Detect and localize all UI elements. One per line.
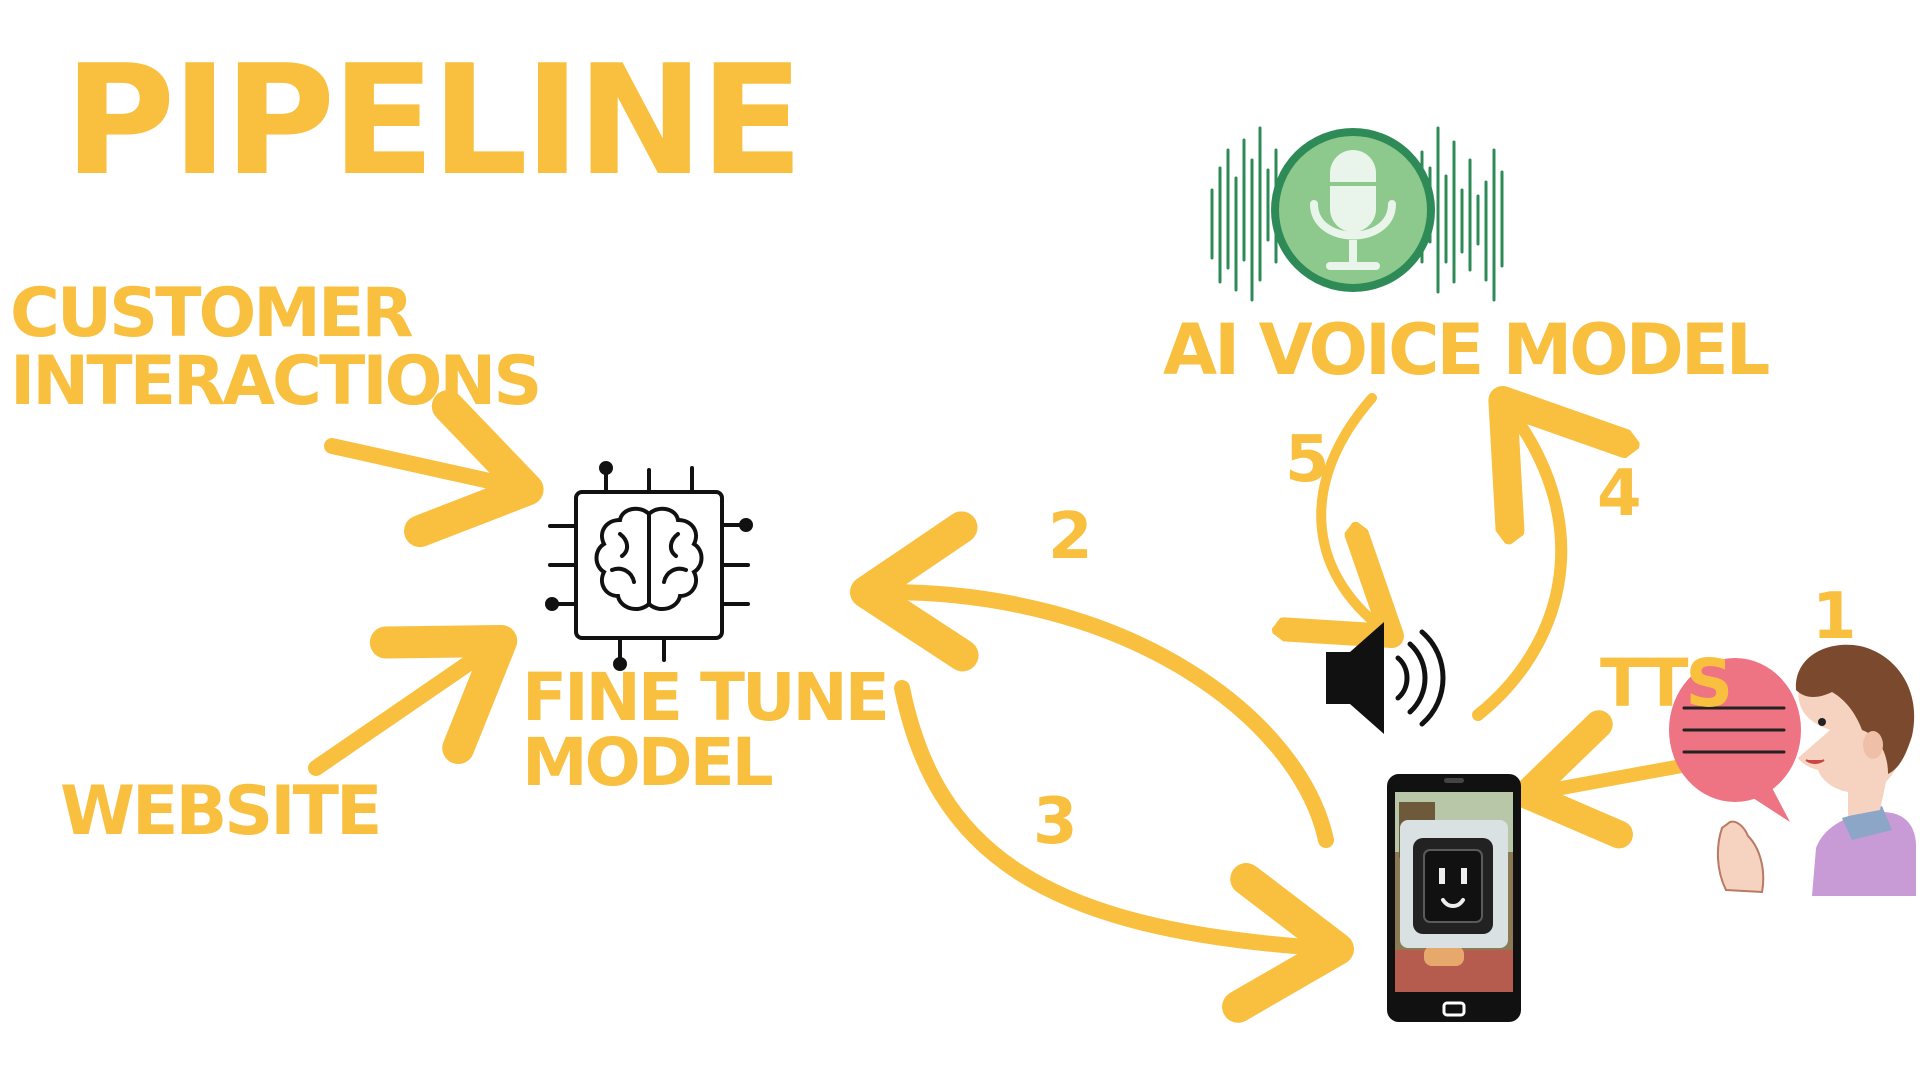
step-number-5: 5 [1285, 423, 1330, 497]
arrow-step-4 [1472, 410, 1561, 721]
step-number-1: 1 [1812, 580, 1857, 654]
source-website: WEBSITE [60, 772, 382, 851]
tts-label: TTS [1600, 645, 1733, 722]
source-customer-interactions-line1: CUSTOMER [10, 274, 414, 353]
ai-brain-chip-icon [545, 461, 753, 671]
fine-tune-model-label-line1: FINE TUNE [522, 659, 890, 736]
smartphone-icon [1387, 774, 1521, 1022]
page-title: PIPELINE [64, 32, 804, 209]
arrow-website-to-model [308, 624, 518, 776]
speaker-icon [1326, 622, 1446, 734]
ai-voice-model-label: AI VOICE MODEL [1163, 309, 1770, 391]
arrow-step-5 [1321, 393, 1384, 630]
microphone-soundwave-icon [1210, 126, 1504, 302]
arrow-customer-to-model [324, 390, 544, 548]
step-number-2: 2 [1048, 500, 1093, 574]
source-customer-interactions-line2: INTERACTIONS [10, 342, 542, 421]
fine-tune-model-label-line2: MODEL [522, 724, 774, 801]
step-number-4: 4 [1597, 457, 1642, 531]
person-speaking-icon [1716, 644, 1916, 896]
speech-bubble-icon [1669, 658, 1801, 822]
arrow-step-3 [894, 680, 1354, 1023]
arrow-step-2 [850, 511, 1334, 848]
step-number-3: 3 [1033, 785, 1078, 859]
